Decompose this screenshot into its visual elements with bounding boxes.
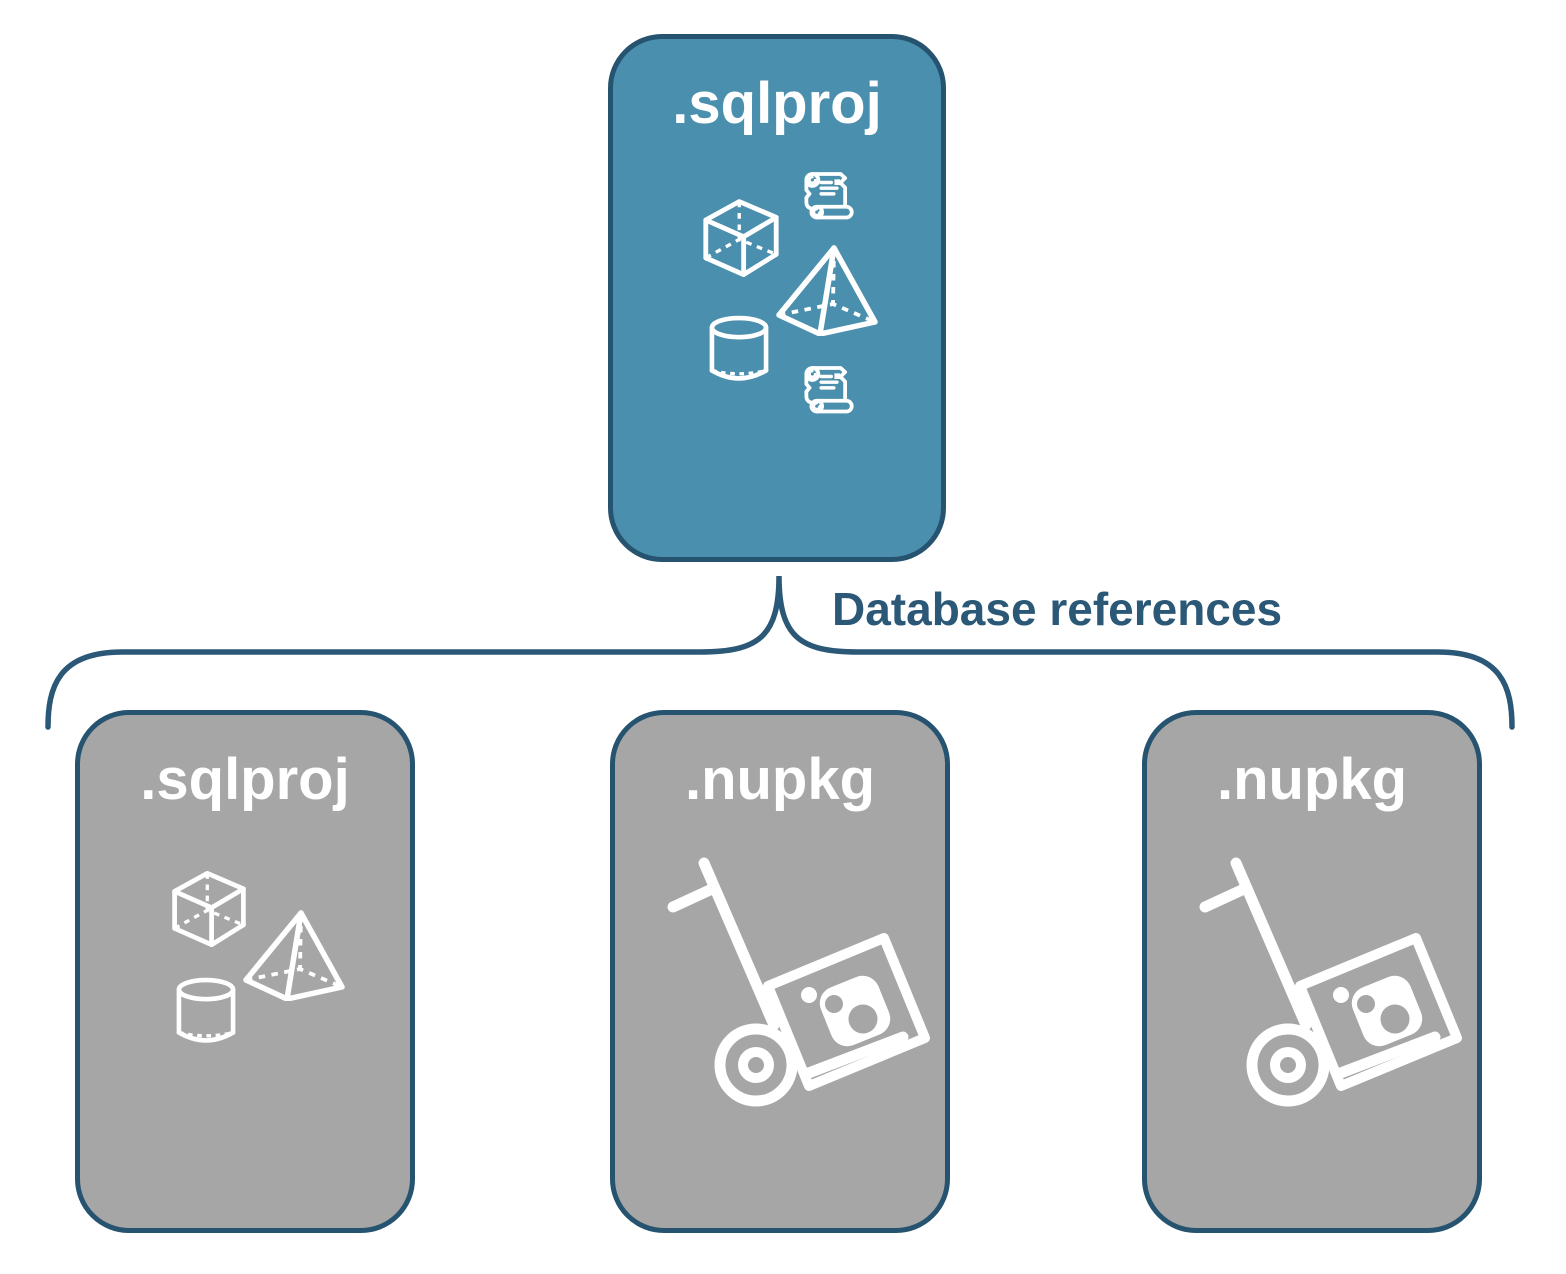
pyramid-icon bbox=[776, 245, 878, 336]
child-card-nupkg-2: .nupkg bbox=[1142, 710, 1482, 1233]
child-card-title: .nupkg bbox=[684, 747, 876, 812]
child-card-nupkg-1: .nupkg bbox=[610, 710, 950, 1233]
root-card-sqlproj: .sqlproj bbox=[608, 34, 946, 562]
child-card-sqlproj: .sqlproj bbox=[75, 710, 415, 1233]
cylinder-icon bbox=[709, 315, 769, 381]
script-scroll-icon bbox=[804, 172, 854, 220]
root-card-title: .sqlproj bbox=[672, 71, 882, 136]
pyramid-icon bbox=[243, 910, 345, 1001]
cube-icon bbox=[703, 199, 779, 278]
connector-label: Database references bbox=[832, 583, 1283, 635]
cylinder-icon bbox=[176, 977, 236, 1043]
child-card-title: .sqlproj bbox=[140, 747, 350, 812]
hand-truck-package-icon bbox=[1199, 857, 1462, 1107]
cube-icon bbox=[172, 870, 246, 948]
hand-truck-package-icon bbox=[667, 857, 930, 1107]
child-card-title: .nupkg bbox=[1216, 747, 1408, 812]
script-scroll-icon bbox=[804, 366, 854, 414]
